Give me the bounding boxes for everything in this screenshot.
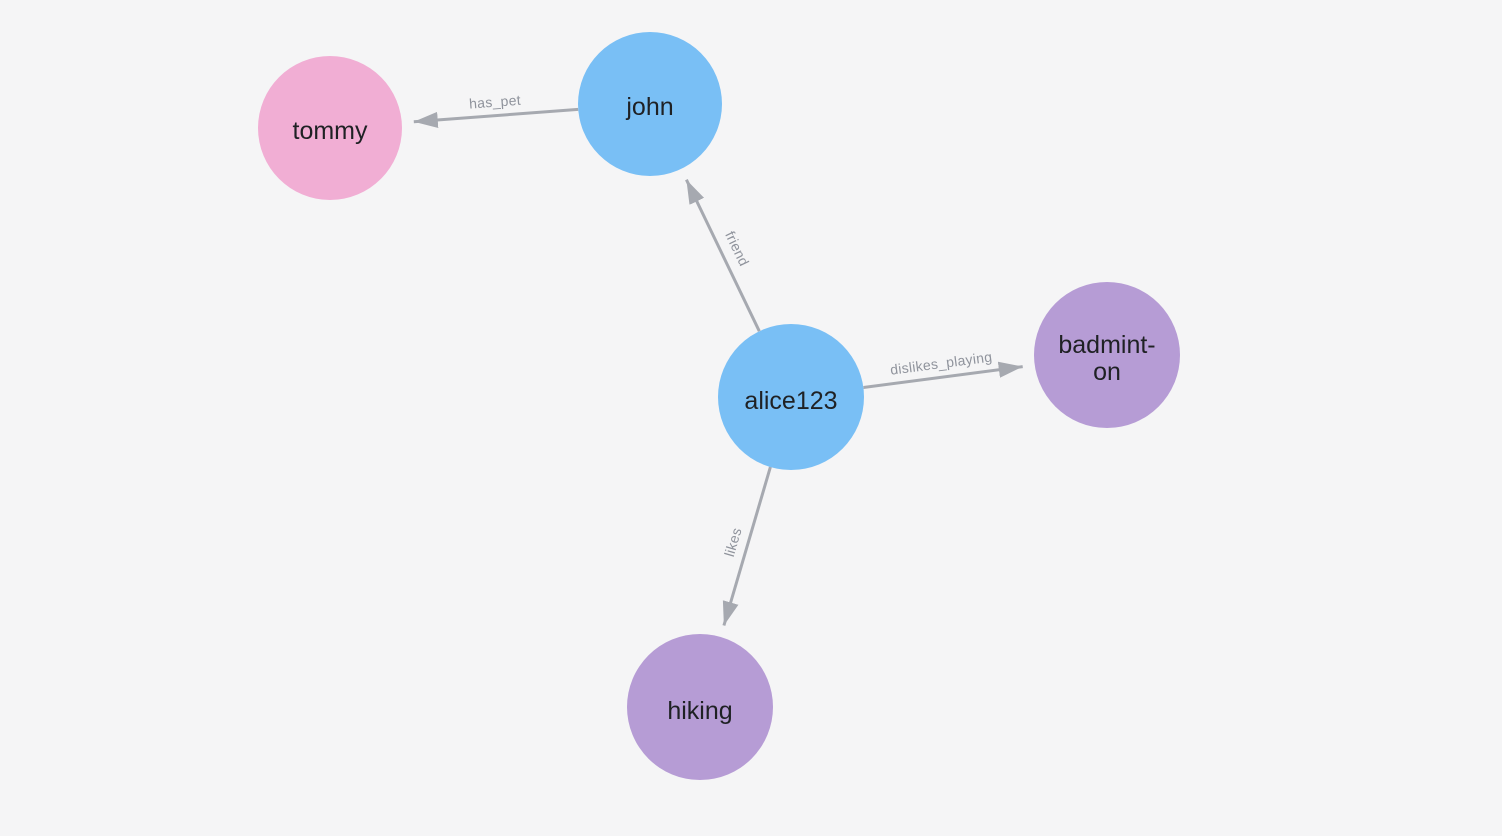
node-alice123-label: alice123 xyxy=(744,387,837,415)
edge-friend-line[interactable] xyxy=(685,179,761,332)
edge-dislikes-playing-line[interactable] xyxy=(863,361,1023,389)
node-tommy[interactable]: tommy xyxy=(258,56,402,200)
edge-likes-line[interactable] xyxy=(722,466,772,626)
edge-likes[interactable]: likes xyxy=(721,466,772,626)
node-john-label: john xyxy=(625,93,673,121)
node-hiking-label: hiking xyxy=(667,697,732,725)
node-john[interactable]: john xyxy=(578,32,722,176)
node-badminton-label-line1: badmint- xyxy=(1058,331,1155,359)
edge-has-pet-label: has_pet xyxy=(468,92,521,112)
edge-has-pet[interactable]: has_pet xyxy=(413,92,579,128)
edge-has-pet-line[interactable] xyxy=(413,107,579,128)
node-tommy-label: tommy xyxy=(293,117,369,145)
node-badminton-circle[interactable] xyxy=(1034,282,1180,428)
node-badminton-label-line2: on xyxy=(1093,358,1121,386)
node-hiking[interactable]: hiking xyxy=(627,634,773,780)
node-alice123[interactable]: alice123 xyxy=(718,324,864,470)
node-alice123-circle[interactable] xyxy=(718,324,864,470)
node-john-circle[interactable] xyxy=(578,32,722,176)
edge-friend[interactable]: friend xyxy=(685,179,761,332)
node-badminton[interactable]: badmint- on xyxy=(1034,282,1180,428)
edge-likes-label: likes xyxy=(721,526,745,559)
node-tommy-circle[interactable] xyxy=(258,56,402,200)
node-hiking-circle[interactable] xyxy=(627,634,773,780)
edge-dislikes-playing[interactable]: dislikes_playing xyxy=(863,348,1023,389)
